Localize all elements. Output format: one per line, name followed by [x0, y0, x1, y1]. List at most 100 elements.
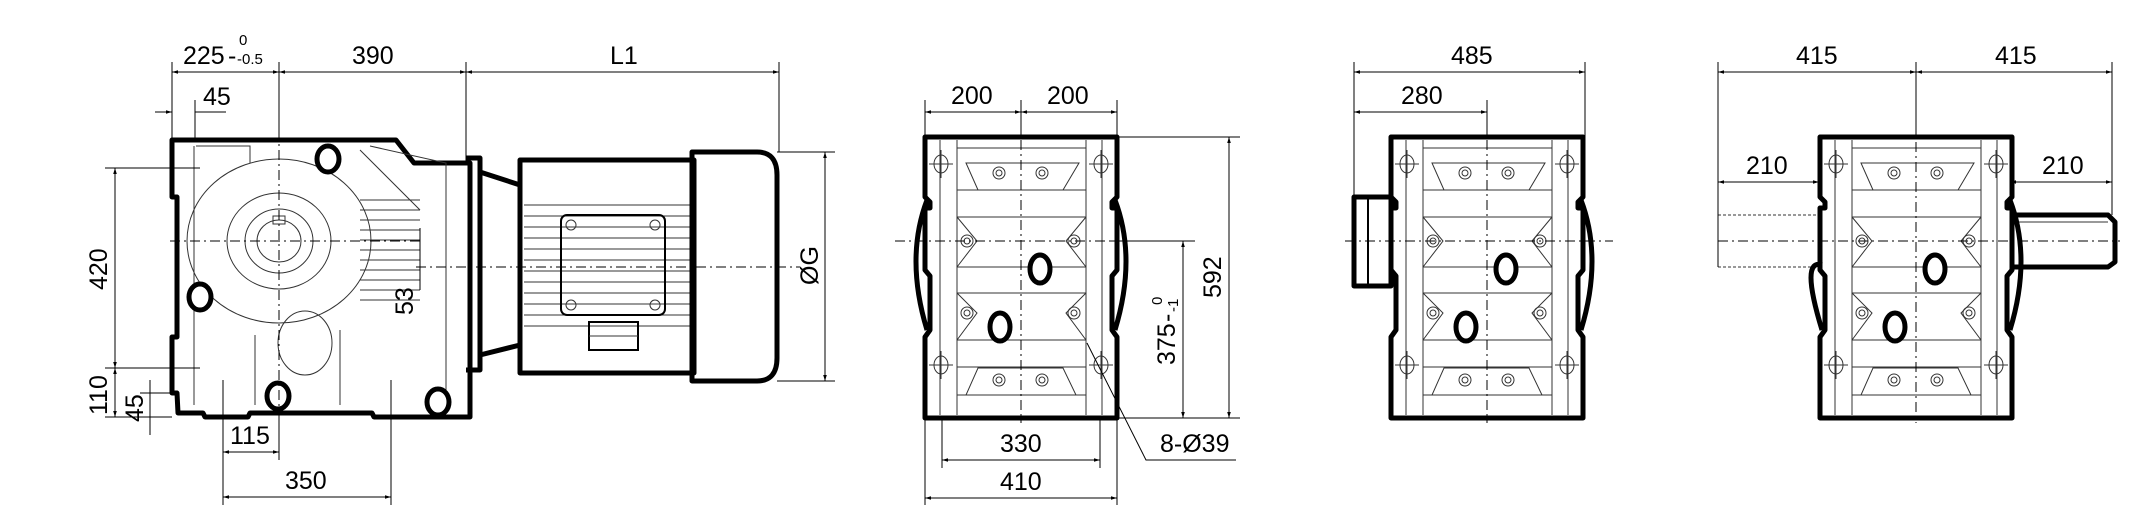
motor-cooling-fins	[524, 204, 690, 327]
housing-fins	[360, 199, 420, 301]
dim-200-left-label: 200	[951, 82, 993, 110]
housing-outline	[1817, 134, 2015, 421]
bolt-icon	[1458, 373, 1472, 387]
bolt-icon	[992, 166, 1006, 180]
mounting-hole-icon	[1027, 252, 1053, 286]
bolt-inner-icon	[1965, 309, 1973, 317]
bolt-inner-icon	[1536, 309, 1544, 317]
bolt-icon	[1067, 306, 1081, 320]
bolt-icon	[1533, 306, 1547, 320]
mounting-hole-icon	[1922, 252, 1948, 286]
mounting-hole-icon	[1882, 310, 1908, 344]
bolt-inner-icon	[963, 309, 971, 317]
gear-housing-outline	[169, 137, 473, 420]
bolt-icon	[960, 306, 974, 320]
dimension-lines	[1353, 62, 1586, 197]
dim-375-tolerance-upper: 0	[1149, 297, 1166, 305]
bolt-inner-icon	[1038, 376, 1046, 384]
housing-outline	[1388, 134, 1586, 421]
side-view: 225 - 0 -0.5 390 L1 45 420 110 45 53 ØG …	[85, 32, 835, 505]
bolt-icon	[1887, 166, 1901, 180]
dim-110-label: 110	[85, 375, 113, 415]
dim-45-left-label: 45	[121, 394, 149, 422]
bolt-pad	[1431, 367, 1543, 396]
mounting-hole-icon	[1493, 252, 1519, 286]
bolt-inner-icon	[1429, 309, 1437, 317]
bolt-inner-icon	[1461, 169, 1469, 177]
bolt-pad	[1851, 216, 1982, 341]
bolt-inner-icon	[1858, 309, 1866, 317]
bolt-pad	[965, 162, 1080, 191]
output-shaft	[2010, 212, 2118, 270]
bolt-pad	[1431, 162, 1546, 191]
bolt-icon	[1426, 306, 1440, 320]
bolt-inner-icon	[1890, 169, 1898, 177]
dim-350-label: 350	[285, 467, 327, 495]
mounting-hole-icon	[424, 386, 452, 418]
bolt-inner-icon	[1933, 376, 1941, 384]
dim-375-tolerance-lower: -1	[1165, 299, 1182, 312]
bolt-icon	[1035, 166, 1049, 180]
shaft-view: 415 415 210 210	[1717, 42, 2120, 423]
dim-225-dash: -	[228, 42, 236, 70]
dim-375-label: 375	[1153, 323, 1181, 365]
bolt-icon	[1930, 166, 1944, 180]
mounting-hole-icon	[1453, 310, 1479, 344]
terminal-box-screw-icon	[565, 219, 661, 311]
dim-415-right-label: 415	[1995, 42, 2037, 70]
dim-225-label: 225	[183, 42, 225, 70]
bolt-inner-icon	[1536, 237, 1544, 245]
bolt-inner-icon	[995, 169, 1003, 177]
bolt-inner-icon	[1504, 169, 1512, 177]
bolt-inner-icon	[1070, 309, 1078, 317]
dim-280-label: 280	[1401, 82, 1443, 110]
mounting-hole-icon	[186, 281, 214, 313]
dim-210-left-label: 210	[1746, 152, 1788, 180]
motor-body	[517, 157, 697, 376]
mounting-hole-icon	[264, 380, 292, 412]
housing-front	[1718, 62, 2120, 423]
bolt-inner-icon	[1933, 169, 1941, 177]
dim-200-right-label: 200	[1047, 82, 1089, 110]
dim-225-tolerance-upper: 0	[239, 32, 247, 49]
bolt-pad	[1860, 367, 1972, 396]
dim-330-label: 330	[1000, 430, 1042, 458]
dimension-lines	[924, 100, 1240, 505]
bolt-inner-icon	[1461, 376, 1469, 384]
dim-485-label: 485	[1451, 42, 1493, 70]
bolt-inner-icon	[995, 376, 1003, 384]
bolt-icon	[1962, 306, 1976, 320]
dim-225-tolerance-lower: -0.5	[237, 51, 263, 68]
dim-115-label: 115	[230, 422, 270, 450]
dim-375-dash: -	[1153, 314, 1181, 322]
dim-53-label: 53	[391, 287, 419, 315]
dim-G-label: ØG	[796, 246, 824, 285]
housing-front	[1345, 100, 1613, 423]
dim-210-right-label: 210	[2042, 152, 2084, 180]
bolt-icon	[1458, 166, 1472, 180]
dim-45-top-label: 45	[203, 83, 231, 111]
bolt-icon	[1501, 166, 1515, 180]
bolt-icon	[1930, 373, 1944, 387]
bolt-icon	[1035, 373, 1049, 387]
motor-flange	[466, 155, 523, 373]
dim-410-label: 410	[1000, 468, 1042, 496]
dimension-lines	[1717, 62, 2113, 267]
bolt-pad	[1860, 162, 1975, 191]
bolt-icon	[1855, 306, 1869, 320]
housing-inner-lines	[193, 145, 447, 405]
dim-390-label: 390	[352, 42, 394, 70]
terminal-box	[560, 214, 666, 316]
mounting-hole-icon	[314, 143, 342, 175]
bolt-icon	[1887, 373, 1901, 387]
dim-L1-label: L1	[610, 42, 638, 70]
bolt-icon	[992, 373, 1006, 387]
fan-cover	[689, 149, 780, 384]
bolt-pad	[965, 367, 1077, 396]
dim-592-label: 592	[1199, 256, 1227, 298]
dim-415-left-label: 415	[1796, 42, 1838, 70]
bolt-inner-icon	[1890, 376, 1898, 384]
front-view: 200 200 592 375 - 0 -1 330 410 8-Ø39	[895, 82, 1240, 505]
mounting-hole-icon	[987, 310, 1013, 344]
